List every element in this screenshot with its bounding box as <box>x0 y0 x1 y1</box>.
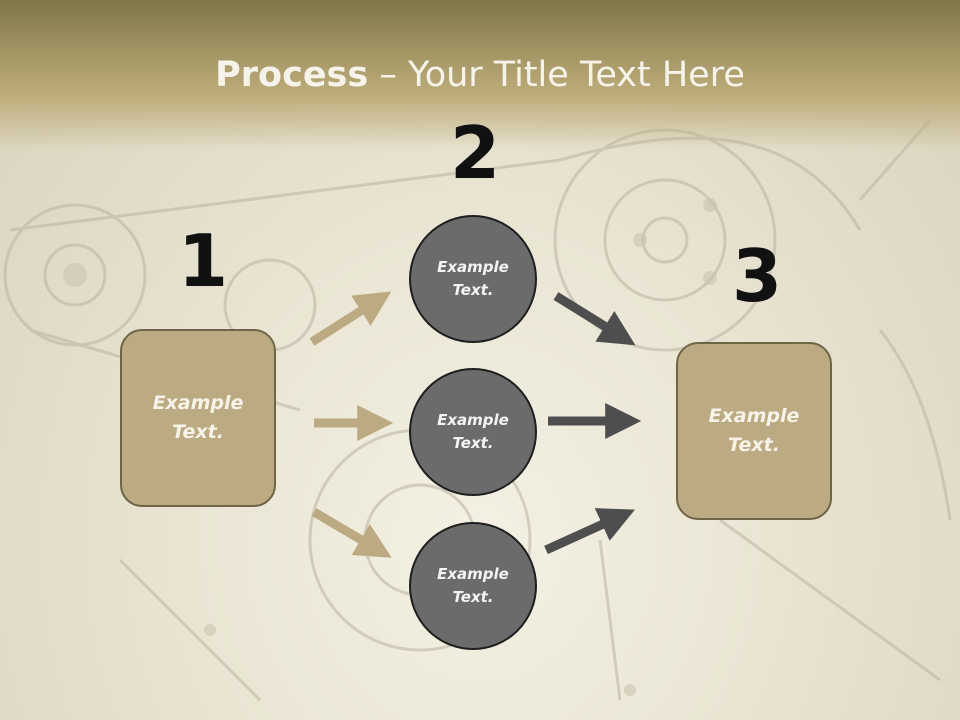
circle-middle: Example Text. <box>409 368 537 496</box>
circle-bottom: Example Text. <box>409 522 537 650</box>
title-band <box>0 0 960 150</box>
step-1-text: Example Text. <box>152 392 244 443</box>
circle-bottom-text: Example Text. <box>437 565 509 606</box>
circle-middle-text: Example Text. <box>437 411 509 452</box>
slide-title: Process – Your Title Text Here <box>0 55 960 95</box>
step-3-box: Example Text. <box>676 342 832 520</box>
arrow-1-to-top <box>309 291 392 346</box>
title-rest: – Your Title Text Here <box>368 55 745 95</box>
title-bold: Process <box>215 55 369 95</box>
circle-top: Example Text. <box>409 215 537 343</box>
arrow-1-to-bottom <box>311 508 392 558</box>
step-number-2: 2 <box>450 111 501 195</box>
arrow-bottom-to-3 <box>544 508 635 555</box>
step-number-3: 3 <box>732 234 783 318</box>
step-1-box: Example Text. <box>120 329 276 507</box>
step-number-1: 1 <box>178 219 229 303</box>
arrow-top-to-3 <box>553 292 636 346</box>
circle-top-text: Example Text. <box>437 258 509 299</box>
step-3-text: Example Text. <box>708 405 800 456</box>
